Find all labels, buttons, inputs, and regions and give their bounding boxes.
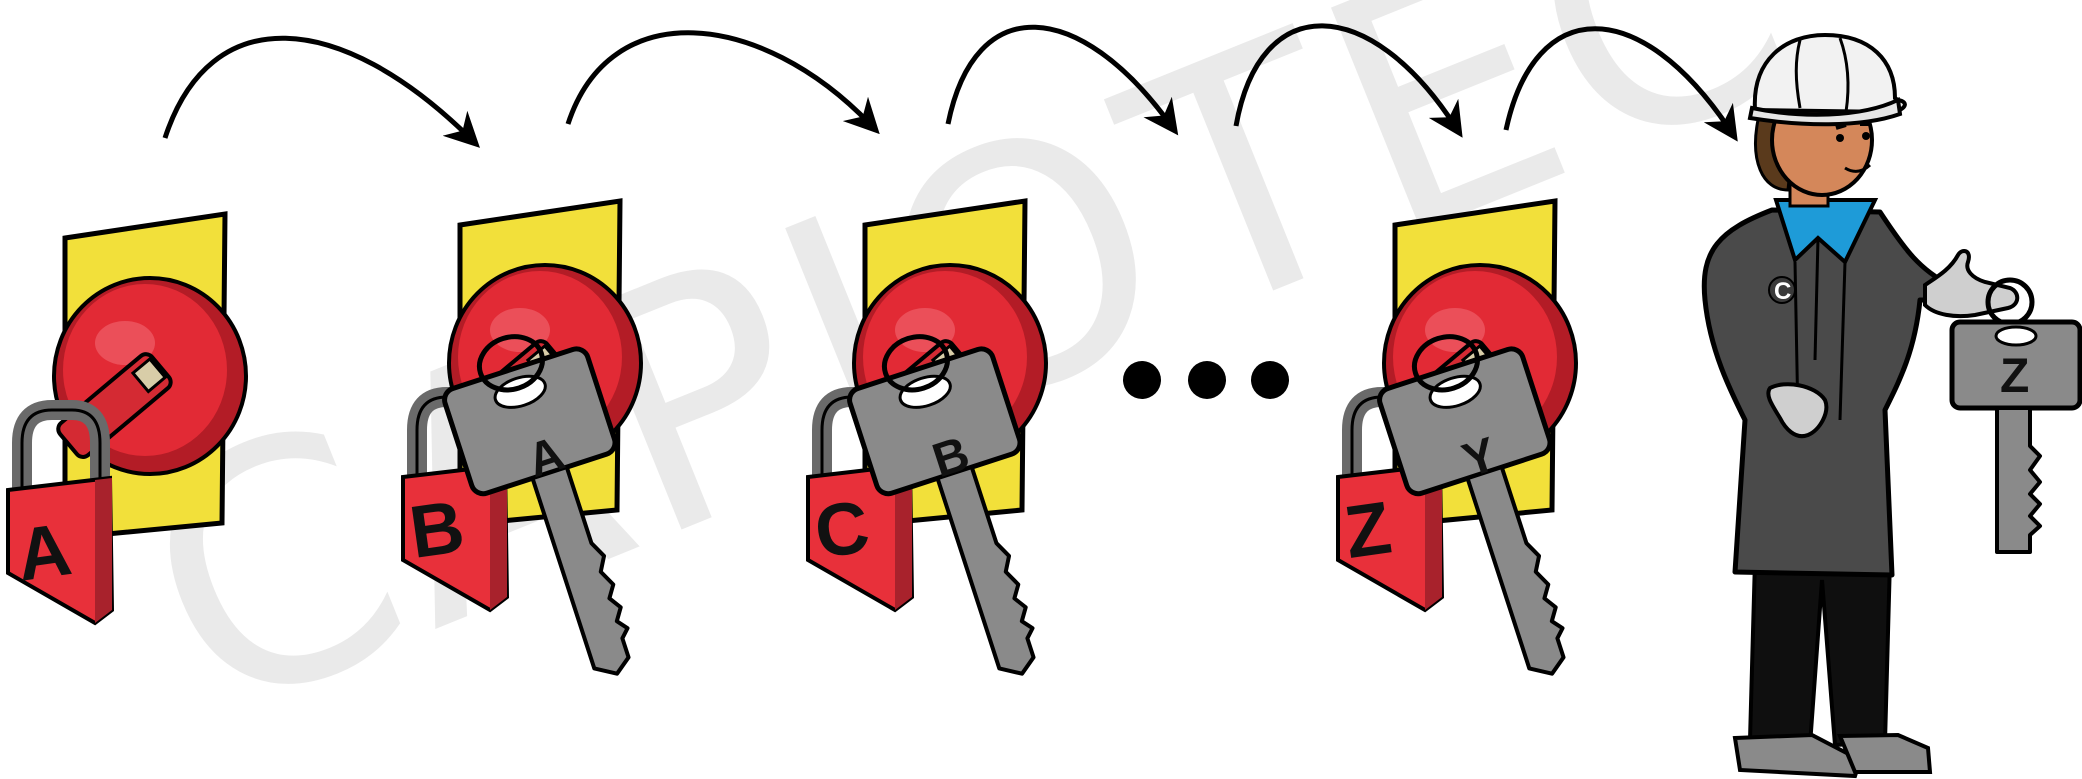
lockout-station-c: C B [808, 201, 1089, 698]
key-icon: Y [1367, 315, 1619, 698]
ellipsis-dots [1123, 361, 1289, 399]
arrow-4 [1233, 23, 1463, 138]
worker-figure: C Z [1701, 32, 2082, 779]
shirt [1773, 198, 1879, 266]
glove-right [1923, 249, 2020, 319]
coat [1701, 207, 1963, 578]
lockout-station-a: A [8, 214, 246, 623]
coat-badge [1768, 276, 1796, 304]
lock-letter: A [12, 507, 76, 597]
key-icon: B [837, 315, 1089, 698]
glove-left [1766, 382, 1829, 439]
arrow-2 [565, 30, 880, 135]
lock-letter: C [810, 484, 874, 574]
arrow-3 [945, 24, 1179, 136]
key-icon: A [432, 315, 684, 698]
shoe-right [1837, 732, 1933, 774]
lockout-station-b: B A [403, 201, 684, 698]
held-key-icon: Z [1949, 277, 2082, 554]
sequence-arrows [162, 23, 1738, 148]
trousers [1747, 558, 1893, 748]
arrow-1 [162, 35, 480, 148]
arrow-5 [1503, 26, 1738, 142]
lockout-station-z: Z Y [1338, 201, 1619, 698]
hard-hat-icon [1752, 32, 1907, 115]
coat-letter: C [1774, 278, 1791, 305]
lock-letter: B [405, 484, 469, 574]
held-key-letter: Z [2000, 350, 2029, 403]
